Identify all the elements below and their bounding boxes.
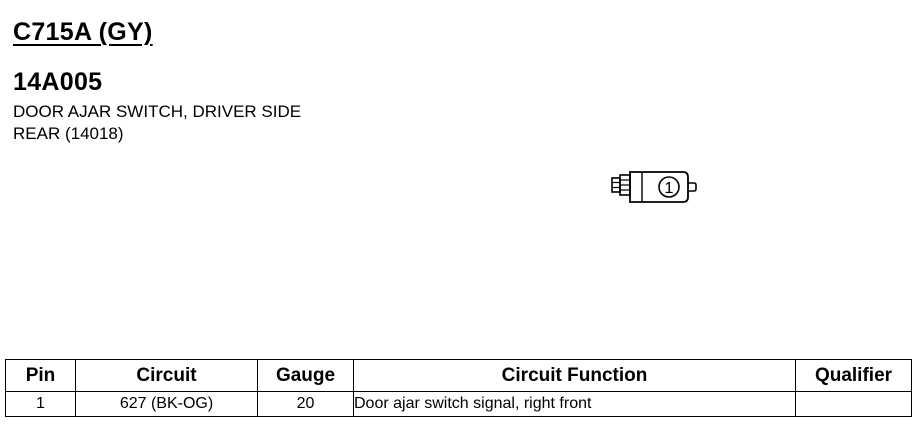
table-header-row: Pin Circuit Gauge Circuit Function Quali… xyxy=(5,359,912,392)
connector-key-tab xyxy=(688,182,697,192)
description-line: REAR (14018) xyxy=(13,124,124,143)
column-header-pin: Pin xyxy=(5,359,76,392)
cell-circuit-function: Door ajar switch signal, right front xyxy=(353,391,796,417)
column-header-qualifier: Qualifier xyxy=(795,359,912,392)
description-line: DOOR AJAR SWITCH, DRIVER SIDE xyxy=(13,102,302,121)
cell-gauge: 20 xyxy=(257,391,354,417)
pin-table: Pin Circuit Gauge Circuit Function Quali… xyxy=(5,359,912,417)
pin-cavity xyxy=(658,176,680,198)
connector-latch-left xyxy=(611,177,621,193)
cell-qualifier xyxy=(795,391,912,417)
connector-face-icon: 1 xyxy=(611,171,697,203)
connector-id-heading: C715A (GY) xyxy=(13,18,153,46)
cell-circuit: 627 (BK-OG) xyxy=(75,391,258,417)
component-description: DOOR AJAR SWITCH, DRIVER SIDE REAR (1401… xyxy=(13,101,301,145)
cell-pin: 1 xyxy=(5,391,76,417)
table-row: 1 627 (BK-OG) 20 Door ajar switch signal… xyxy=(5,391,912,417)
connector-body xyxy=(629,171,689,203)
column-header-circuit: Circuit xyxy=(75,359,258,392)
column-header-gauge: Gauge xyxy=(257,359,354,392)
column-header-circuit-function: Circuit Function xyxy=(353,359,796,392)
pin-number-label: 1 xyxy=(665,180,674,197)
part-number-heading: 14A005 xyxy=(13,68,103,96)
